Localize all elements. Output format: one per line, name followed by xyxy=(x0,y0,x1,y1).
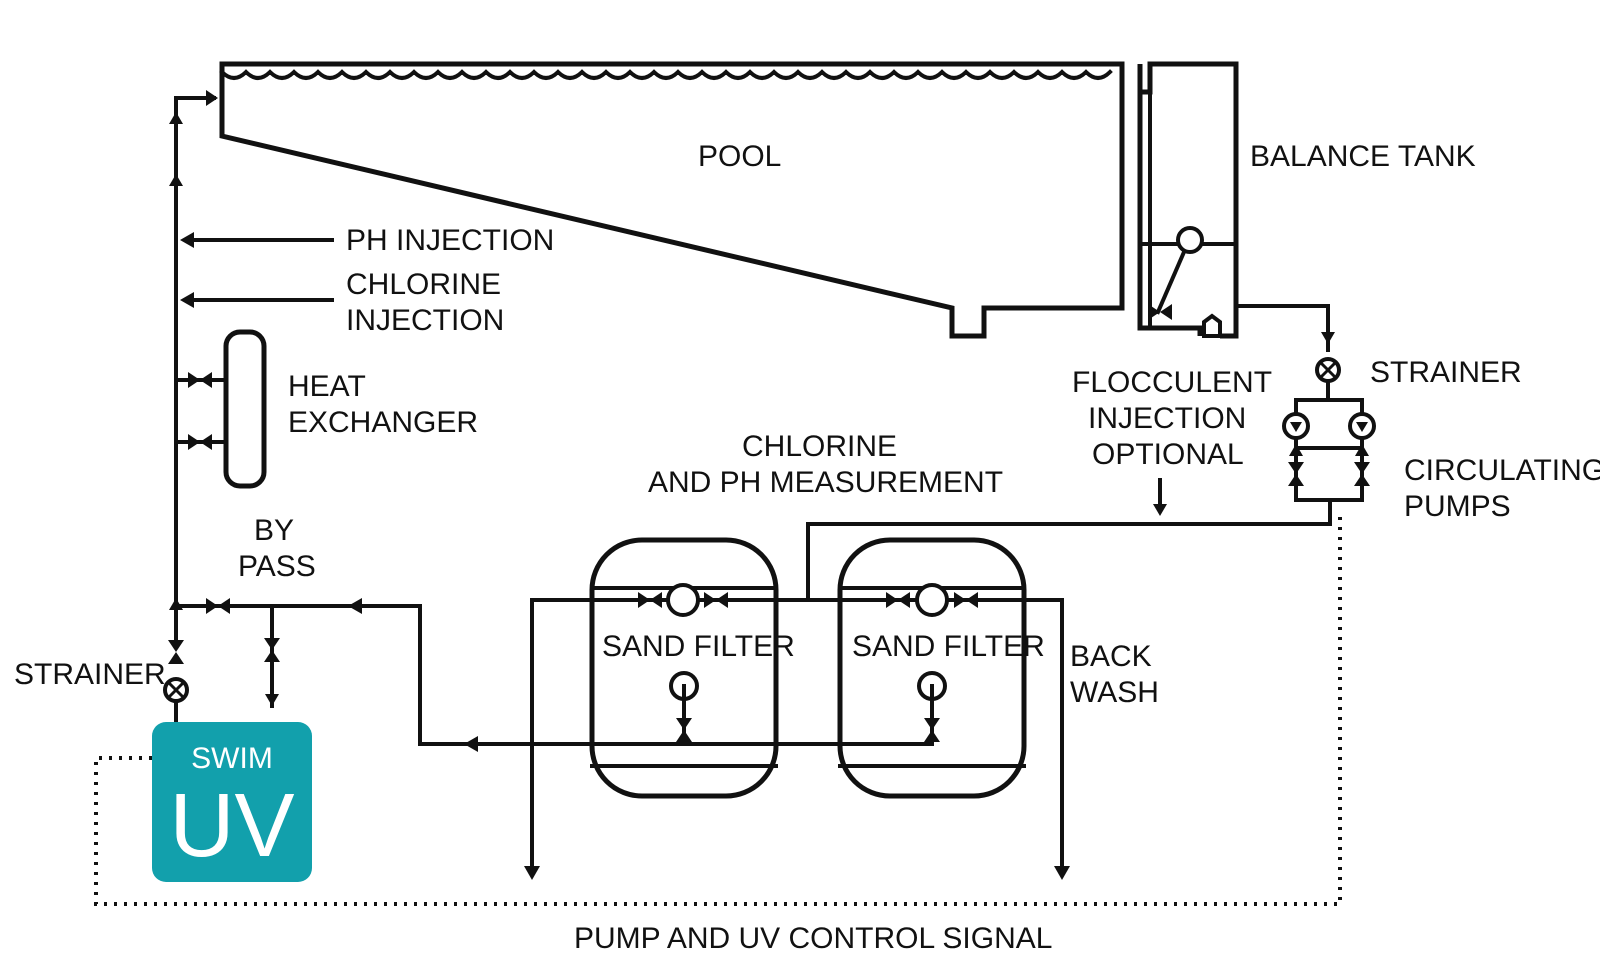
ph-injection-label: PH INJECTION xyxy=(346,224,554,257)
swim-uv-main-text: UV xyxy=(169,776,294,876)
return-line xyxy=(169,90,218,642)
back-wash-label-2: WASH xyxy=(1070,676,1159,709)
sand-filter-1-label: SAND FILTER xyxy=(602,630,795,663)
balance-tank-label: BALANCE TANK xyxy=(1250,140,1476,173)
pool xyxy=(219,61,1125,339)
pool-water-surface xyxy=(219,69,1113,80)
flocculent-arrow xyxy=(1153,478,1167,516)
filter-top-manifold xyxy=(524,583,1070,880)
pool-label: POOL xyxy=(698,140,781,173)
circulating-pumps xyxy=(806,398,1376,602)
float-valve xyxy=(1176,226,1204,254)
chlorine-measurement-label-1: CHLORINE xyxy=(742,430,897,463)
balance-tank xyxy=(1137,61,1239,339)
strainer-left-label: STRAINER xyxy=(14,658,166,691)
ph-injection-arrow xyxy=(180,232,334,248)
suction-line xyxy=(1234,304,1341,402)
sand-filter-2-label: SAND FILTER xyxy=(852,630,1045,663)
strainer-right-label: STRAINER xyxy=(1370,356,1522,389)
heat-exchanger xyxy=(174,329,267,489)
flocculent-label-3: OPTIONAL xyxy=(1092,438,1244,471)
sand-filter-2 xyxy=(837,537,1027,799)
swim-uv-top-text: SWIM xyxy=(191,742,273,775)
circulating-pumps-label-1: CIRCULATING xyxy=(1404,454,1600,487)
back-wash-label-1: BACK xyxy=(1070,640,1152,673)
filter-bottom-line xyxy=(174,598,947,752)
flocculent-label-1: FLOCCULENT xyxy=(1072,366,1272,399)
chlorine-injection-label-1: CHLORINE xyxy=(346,268,501,301)
flocculent-label-2: INJECTION xyxy=(1088,402,1246,435)
chlorine-injection-label-2: INJECTION xyxy=(346,304,504,337)
heat-exchanger-label-1: HEAT xyxy=(288,370,366,403)
heat-exchanger-label-2: EXCHANGER xyxy=(288,406,478,439)
control-signal-label: PUMP AND UV CONTROL SIGNAL xyxy=(574,922,1052,955)
bypass-label-1: BY xyxy=(254,514,294,547)
control-signal-line xyxy=(94,510,1342,906)
chlorine-injection-arrow xyxy=(180,292,334,308)
sand-filter-1 xyxy=(589,537,779,799)
foot-valve-icon xyxy=(1202,313,1222,338)
circulating-pumps-label-2: PUMPS xyxy=(1404,490,1511,523)
chlorine-measurement-label-2: AND PH MEASUREMENT xyxy=(648,466,1003,499)
bypass xyxy=(206,598,280,708)
strainer-left xyxy=(163,640,189,724)
swim-uv-unit xyxy=(152,722,312,882)
bypass-label-2: PASS xyxy=(238,550,316,583)
